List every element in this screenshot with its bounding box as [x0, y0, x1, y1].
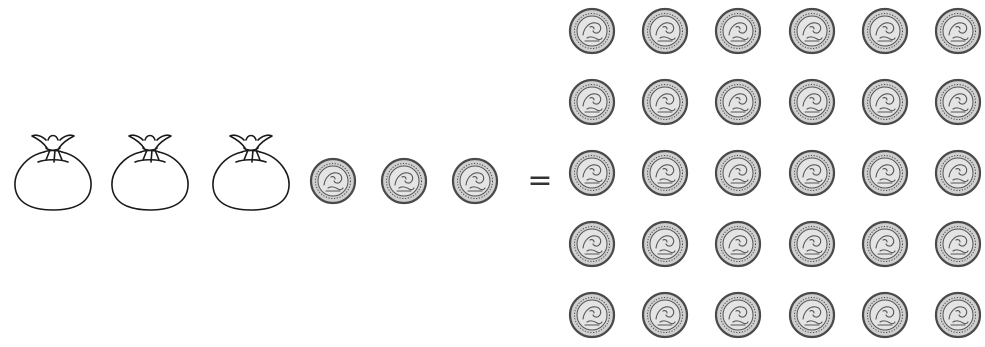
coin-icon — [861, 291, 909, 343]
coin-icon — [714, 220, 762, 272]
coin-icon — [568, 78, 616, 130]
coin-icon — [788, 291, 836, 343]
coin-icon — [380, 157, 428, 209]
coin-icon — [788, 78, 836, 130]
coin-icon — [861, 78, 909, 130]
money-bag-icon — [105, 122, 195, 218]
coin-icon — [641, 291, 689, 343]
coin-icon — [788, 149, 836, 201]
coin-icon — [861, 220, 909, 272]
coin-icon — [641, 149, 689, 201]
coin-icon — [934, 220, 982, 272]
coin-icon — [934, 7, 982, 59]
coin-icon — [568, 7, 616, 59]
coin-icon — [788, 7, 836, 59]
coin-icon — [568, 291, 616, 343]
coin-icon — [934, 291, 982, 343]
money-bag-icon — [206, 122, 296, 218]
coin-icon — [451, 157, 499, 209]
coin-icon — [861, 7, 909, 59]
coin-icon — [934, 78, 982, 130]
coin-icon — [568, 149, 616, 201]
coin-icon — [714, 7, 762, 59]
equals-sign: = — [526, 166, 554, 196]
coin-icon — [641, 78, 689, 130]
coin-icon — [714, 78, 762, 130]
coin-icon — [641, 220, 689, 272]
coin-icon — [861, 149, 909, 201]
coin-icon — [568, 220, 616, 272]
coin-icon — [641, 7, 689, 59]
coin-icon — [714, 149, 762, 201]
money-bag-icon — [8, 122, 98, 218]
coin-icon — [788, 220, 836, 272]
coin-icon — [309, 157, 357, 209]
coin-icon — [714, 291, 762, 343]
coin-icon — [934, 149, 982, 201]
